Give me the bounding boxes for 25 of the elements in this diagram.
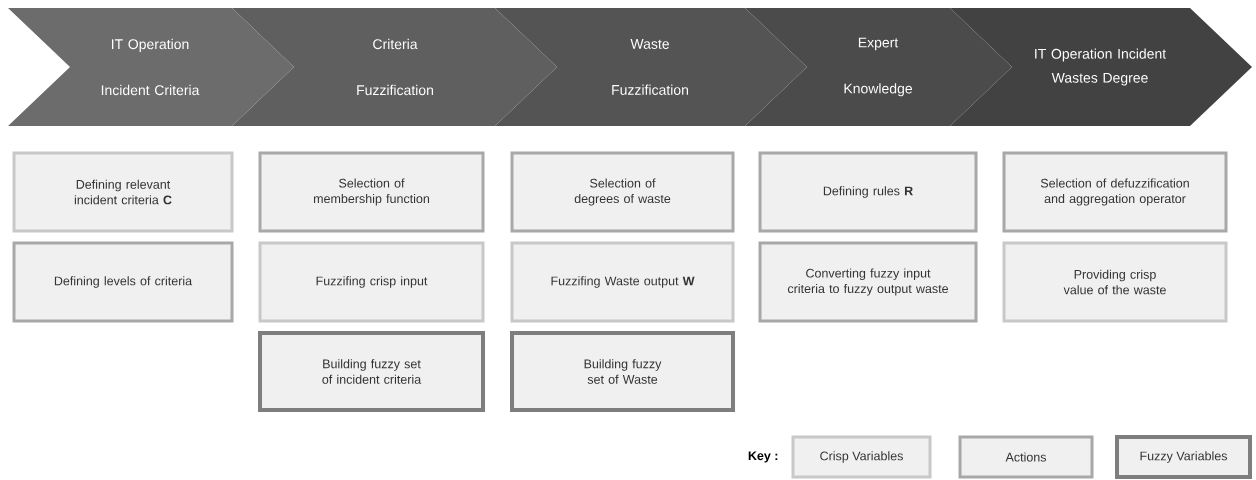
chevron-tip: [232, 8, 294, 126]
node-label: Expert Knowledge: [844, 37, 913, 97]
process-box: Building fuzzy set of Waste: [510, 331, 735, 412]
chevron-tip: [950, 8, 1012, 126]
legend-sample: Fuzzy Variables: [1115, 435, 1252, 479]
process-box: Building fuzzy set of incident criteria: [258, 331, 485, 412]
process-box: Defining rules R: [758, 151, 978, 233]
process-box: Fuzzifing Waste output W: [510, 241, 735, 323]
process-box: Selection of membership function: [258, 151, 485, 233]
stage-banner: IT Operation Incident Wastes Degree: [950, 8, 1252, 126]
process-box: Providing crisp value of the waste: [1002, 241, 1228, 323]
process-box: Converting fuzzy input criteria to fuzzy output waste: [758, 241, 978, 323]
node-label: Criteria Fuzzification: [357, 38, 433, 96]
node-label: IT Operation Incident Criteria: [101, 38, 200, 96]
legend-sample: Actions: [958, 435, 1094, 479]
process-box: Defining relevant incident criteria C: [12, 151, 234, 233]
process-box: Defining levels of criteria: [12, 241, 234, 323]
process-box: Selection of degrees of waste: [510, 151, 735, 233]
node-label: Waste Fuzzification: [612, 39, 688, 95]
chevron-tip: [745, 8, 807, 126]
process-box: Selection of defuzzification and aggregation operator: [1002, 151, 1228, 233]
key-label: Key :: [748, 451, 778, 463]
process-box: Fuzzifing crisp input: [258, 241, 485, 323]
chevron-tip: [495, 8, 557, 126]
legend-sample: Crisp Variables: [791, 435, 932, 479]
